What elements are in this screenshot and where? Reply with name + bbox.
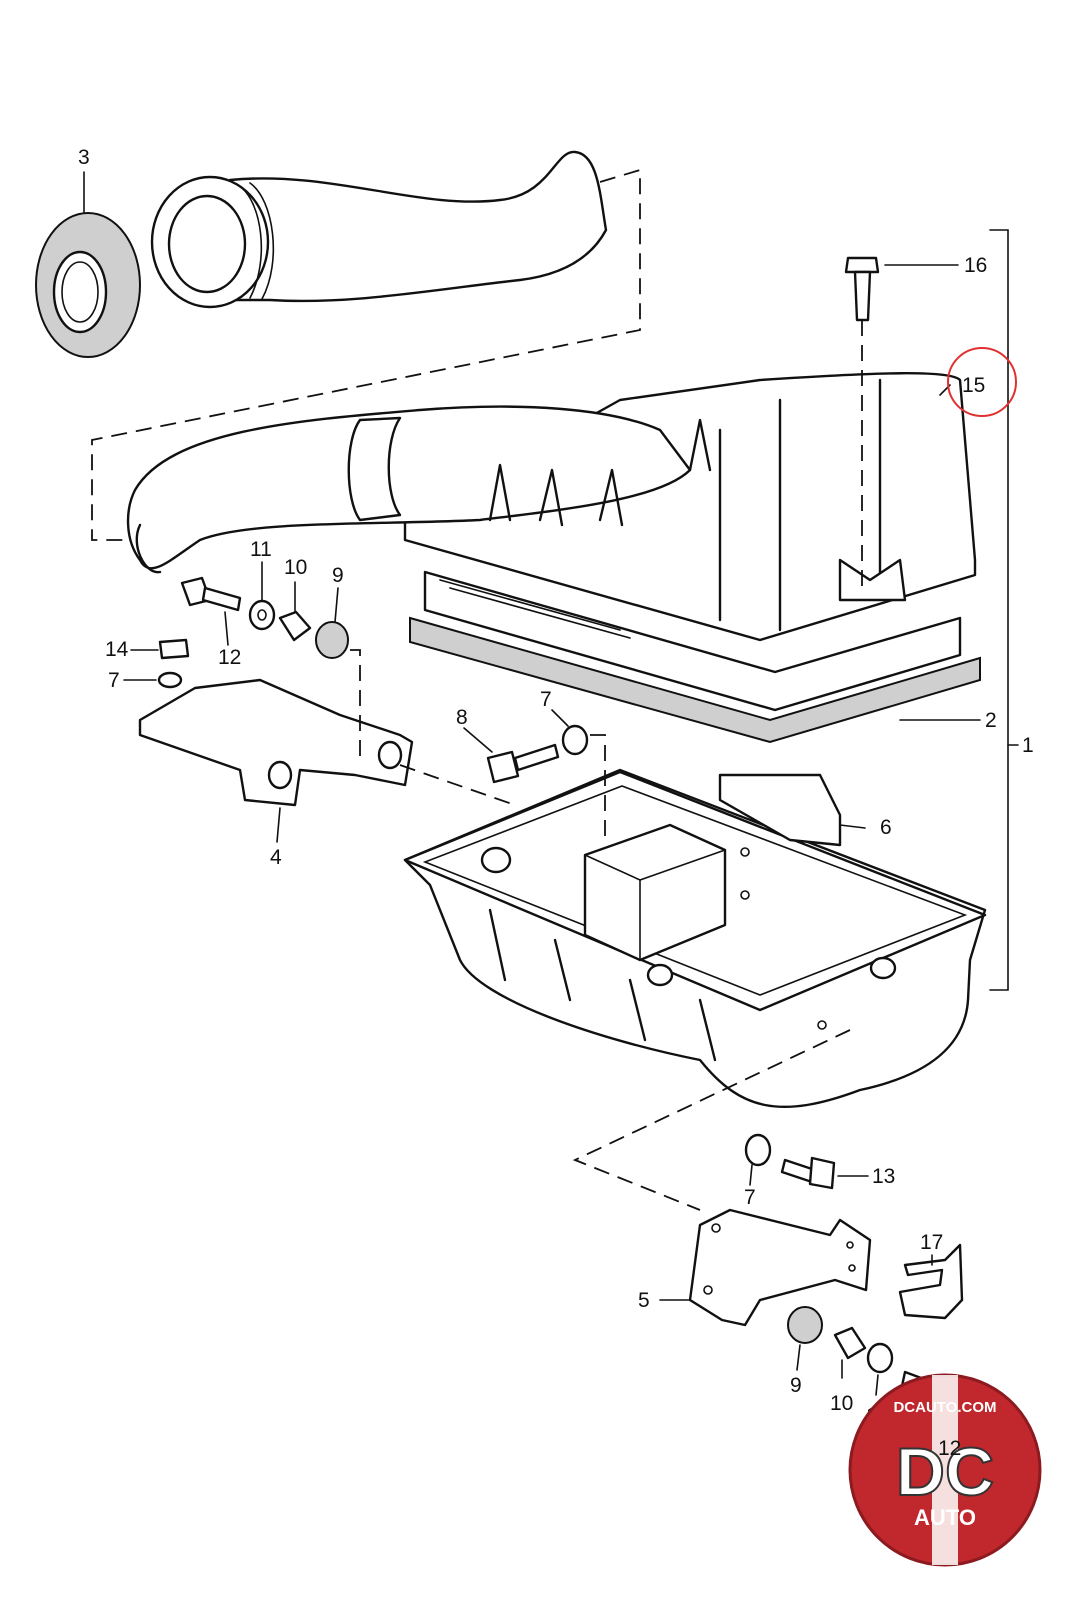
intake-duct-upper: [150, 150, 608, 309]
link-line-upper: [91, 168, 641, 541]
nut-part-14: [158, 638, 190, 660]
highlight-circle-part-15: [947, 347, 1017, 417]
callout-14: 14: [105, 638, 129, 661]
callout-labels: 3 16 15 11 10 9 12 14 7 8 7 2 1 6 4 13 7…: [78, 146, 1034, 1427]
spacer-part-10-left: [278, 610, 312, 642]
callout-9-left: 9: [332, 564, 344, 587]
link-line-bushing: [350, 649, 361, 760]
air-cleaner-lid-part-15: [126, 372, 977, 642]
callout-4: 4: [270, 846, 282, 869]
dcauto-logo: DCAUTO.COM DC AUTO 12: [848, 1373, 1042, 1567]
logo-word: AUTO: [914, 1505, 976, 1530]
callout-7-mid: 7: [540, 688, 552, 711]
washer-part-11-lower: [866, 1342, 894, 1374]
bolt-part-13: [780, 1156, 836, 1190]
spacer-part-10-lower: [833, 1326, 867, 1360]
washer-part-7-left: [157, 671, 183, 689]
callout-7-left: 7: [108, 669, 120, 692]
link-line-bracket: [399, 764, 516, 806]
screw-part-16: [844, 256, 880, 322]
callout-12-lower: 12: [938, 1437, 961, 1460]
callout-3: 3: [78, 146, 90, 169]
callout-13: 13: [872, 1165, 895, 1188]
callout-6: 6: [880, 816, 892, 839]
housing-base-part-1: [403, 768, 987, 1109]
gasket-part-6: [718, 773, 842, 847]
link-line-washer: [590, 734, 606, 840]
callout-17: 17: [920, 1231, 943, 1254]
washer-part-7-lower: [744, 1133, 772, 1167]
callout-12-left: 12: [218, 646, 241, 669]
callout-10-lower: 10: [830, 1392, 853, 1415]
bolt-part-8: [486, 743, 560, 784]
callout-5: 5: [638, 1289, 650, 1312]
clip-part-17: [898, 1243, 964, 1320]
leader-lines: [83, 171, 1019, 1396]
logo-site: DCAUTO.COM: [893, 1399, 996, 1416]
bracket-part-5: [688, 1208, 872, 1327]
callout-11-left: 11: [250, 538, 272, 561]
callout-9-lower: 9: [790, 1374, 802, 1397]
grommet-part-3: [35, 212, 141, 358]
callout-16: 16: [964, 254, 987, 277]
callout-15: 15: [962, 374, 985, 397]
callout-7-lower: 7: [744, 1186, 756, 1209]
link-line-lower: [572, 1029, 851, 1211]
bolt-part-12-left: [180, 576, 242, 612]
callout-2: 2: [985, 709, 997, 732]
callout-10-left: 10: [284, 556, 307, 579]
bracket-part-4: [138, 678, 414, 807]
bushing-part-9-left: [315, 621, 349, 659]
bushing-part-9-lower: [787, 1306, 823, 1344]
filter-element-part-2: [409, 570, 981, 744]
callout-8: 8: [456, 706, 468, 729]
logo-mark: DC: [896, 1434, 994, 1510]
callout-1: 1: [1022, 734, 1034, 757]
washer-part-11-left: [248, 599, 276, 631]
assembly-bracket-line: [989, 229, 1009, 991]
washer-part-7-mid: [561, 724, 589, 756]
